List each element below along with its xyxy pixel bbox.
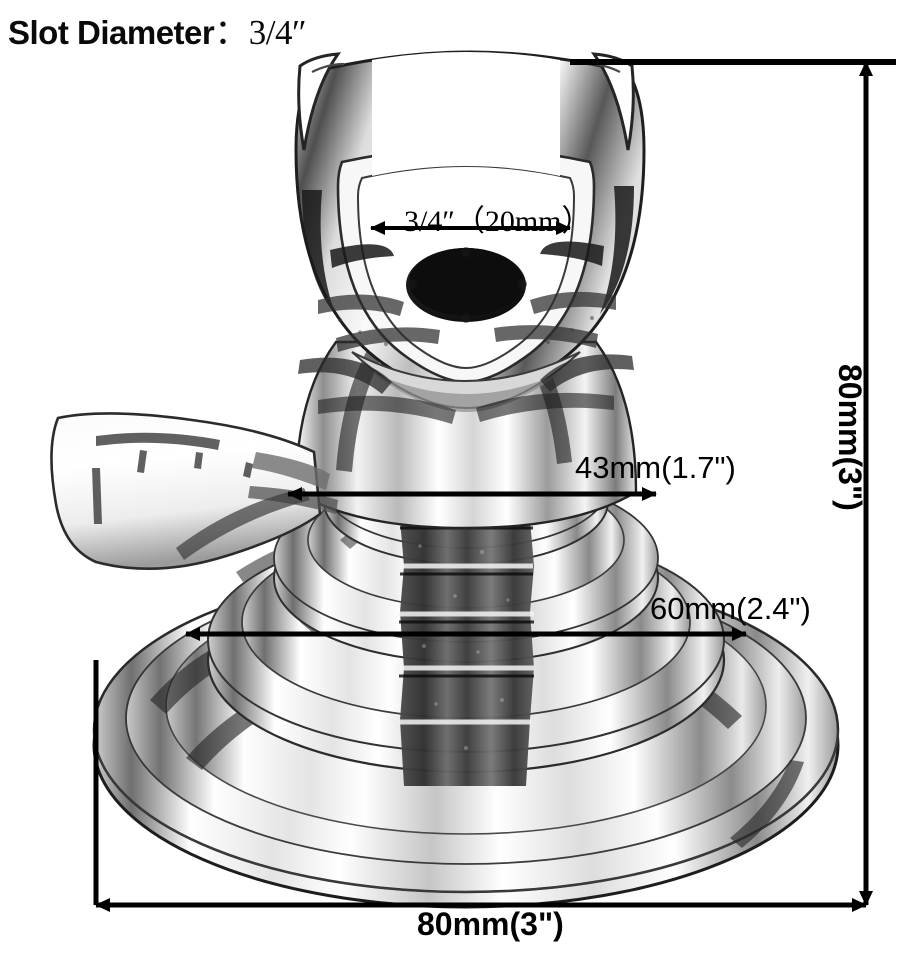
page-title-prefix: Slot Diameter bbox=[8, 14, 215, 51]
dimension-label-height: 80mm(3") bbox=[832, 364, 868, 511]
dimension-label-slot-inner: 3/4″（20mm） bbox=[404, 205, 592, 238]
dimension-label-neck: 43mm(1.7") bbox=[575, 450, 736, 485]
dimension-label-base-width: 80mm(3") bbox=[417, 906, 564, 942]
dimension-line-base-width bbox=[93, 660, 867, 912]
page-title: Slot Diameter：3/4″ bbox=[8, 4, 307, 55]
dimension-label-midbase: 60mm(2.4") bbox=[650, 591, 811, 626]
page-title-value: 3/4″ bbox=[248, 13, 307, 52]
page-title-separator: ： bbox=[214, 13, 249, 52]
side-lever bbox=[50, 412, 338, 571]
bowl-neck-junction bbox=[298, 354, 634, 424]
cradle-bowl bbox=[294, 50, 646, 412]
dimension-line-height bbox=[570, 59, 896, 906]
